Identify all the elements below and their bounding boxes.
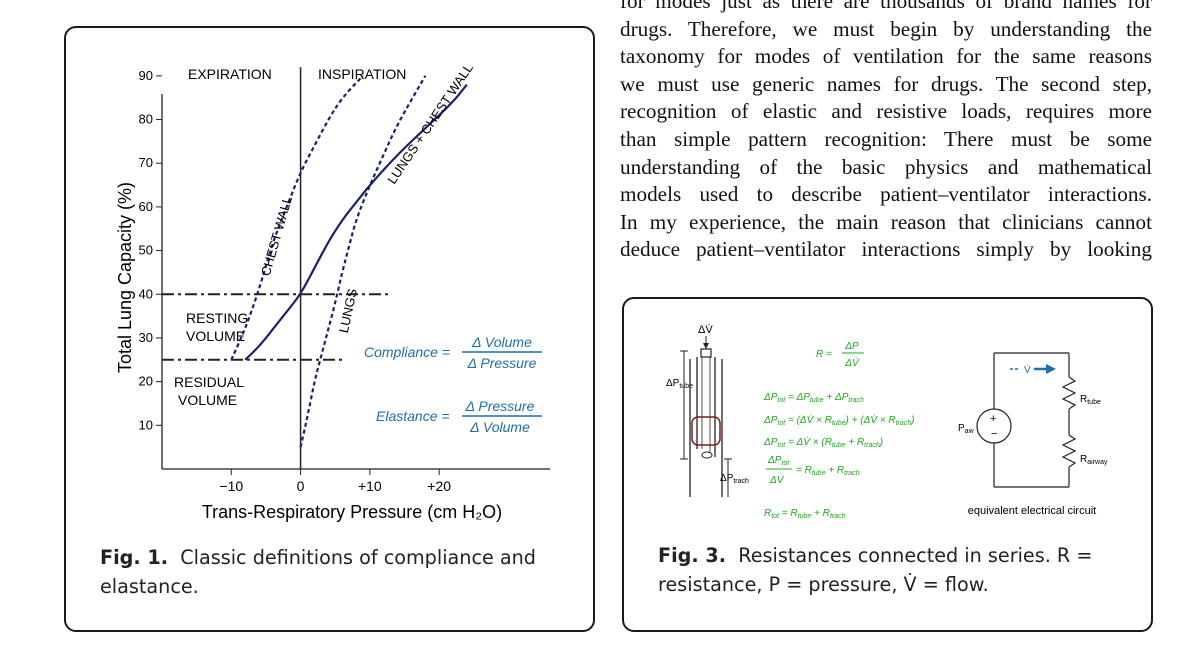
r-definition-left: R = — [816, 349, 832, 360]
article-line: for modes just as there are thousands of… — [620, 0, 1152, 13]
y-tick-label: 50 — [139, 243, 153, 258]
figure-1-caption-label: Fig. 1. — [100, 546, 169, 569]
curve-lungs — [299, 75, 427, 448]
tube-connector — [700, 348, 712, 358]
y-tick-label: 40 — [139, 286, 153, 301]
equation-2: ΔPtot = (ΔV̇ × Rtube) + (ΔV̇ × Rtrach) — [763, 413, 915, 427]
y-axis-label: Total Lung Capacity (%) — [115, 182, 135, 373]
flow-arrow-head — [703, 343, 709, 349]
compliance-numerator: Δ Volume — [471, 334, 532, 350]
article-line: recognition of elastic and resistive loa… — [620, 99, 1152, 124]
figure-3-box: ΔV̇ ΔPtube ΔPtrach R = ΔP ΔV̇ — [622, 297, 1153, 632]
figure-1-caption-text: Classic definitions of compliance and el… — [100, 546, 536, 598]
resistor-tube — [1061, 376, 1077, 410]
curve-lungs-chest-wall — [244, 83, 468, 361]
figure-3-caption-text: Resistances connected in series. R = res… — [658, 544, 1093, 596]
r-airway-label: Rairway — [1080, 454, 1108, 466]
paw-label: Paw — [958, 423, 975, 435]
figure-1-caption: Fig. 1. Classic definitions of complianc… — [100, 543, 570, 601]
compliance-denominator: Δ Pressure — [467, 355, 537, 371]
article-line: models used to describe patient–ventilat… — [620, 182, 1152, 207]
article-line: In my experience, the main reason that c… — [620, 209, 1152, 234]
x-axis-label: Trans-Respiratory Pressure (cm H₂O) — [202, 502, 502, 522]
y-tick-label: 90 — [139, 68, 153, 83]
figure-1-box: EXPIRATION INSPIRATION RESTING VOLUME RE… — [64, 26, 595, 632]
resting-volume-label-2: VOLUME — [186, 328, 245, 344]
dp-tube-label: ΔPtube — [666, 378, 693, 390]
equivalent-circuit — [976, 352, 1077, 488]
circuit-caption: equivalent electrical circuit — [968, 505, 1096, 517]
figure-3-caption-label: Fig. 3. — [658, 544, 727, 567]
equation-4-numerator: ΔPtot — [767, 455, 790, 467]
x-tick-label: +10 — [358, 478, 382, 494]
residual-volume-label-1: RESIDUAL — [174, 374, 244, 390]
residual-volume-label-2: VOLUME — [178, 392, 237, 408]
plot-area: 10 20 30 40 50 60 70 80 90 −10 0 +10 +20Trans-Respir… — [115, 61, 550, 522]
equation-3: ΔPtot = ΔV̇ × (Rtube + Rtrach) — [763, 435, 883, 449]
x-tick-label: 0 — [297, 478, 305, 494]
article-line: deduce patient–ventilator interactions s… — [620, 237, 1152, 262]
endotracheal-tube-diagram: ΔV̇ ΔPtube ΔPtrach — [666, 323, 749, 497]
resistor-airway — [1061, 434, 1077, 468]
figure-3-diagram: ΔV̇ ΔPtube ΔPtrach R = ΔP ΔV̇ — [666, 323, 1108, 520]
equation-1: ΔPtot = ΔPtube + ΔPtrach — [763, 392, 864, 404]
article-line: understanding of the basic physics and m… — [620, 154, 1152, 179]
equation-5: Rtot = Rtube + Rtrach — [764, 508, 846, 520]
tube-cuff — [691, 416, 721, 446]
tube-tip — [701, 451, 713, 459]
y-tick-label: 10 — [139, 417, 153, 432]
circuit-flow-arrow-head — [1046, 364, 1056, 374]
resting-volume-label-1: RESTING — [186, 310, 248, 326]
elastance-numerator: Δ Pressure — [465, 398, 535, 414]
curve-label: CHEST WALL — [258, 194, 295, 277]
r-definition-numerator: ΔP — [844, 341, 859, 352]
y-tick-label: 30 — [139, 330, 153, 345]
r-tube-label: Rtube — [1080, 394, 1101, 406]
y-tick-label: 20 — [139, 374, 153, 389]
y-tick-label: 70 — [139, 155, 153, 170]
compliance-label: Compliance = — [364, 344, 450, 360]
r-definition-denominator: ΔV̇ — [844, 356, 860, 369]
y-tick-label: 60 — [139, 199, 153, 214]
source-minus: − — [991, 428, 997, 440]
article-line: than simple pattern recognition: There m… — [620, 126, 1152, 151]
elastance-denominator: Δ Volume — [469, 419, 530, 435]
article-body: for modes just as there are thousands of… — [620, 0, 1152, 264]
circuit-flow-label: V̇ — [1024, 363, 1031, 376]
article-line: taxonomy for modes of ventilation for th… — [620, 44, 1152, 69]
article-line: we must use generic names for drugs. The… — [620, 71, 1152, 96]
x-tick-label: +20 — [427, 478, 451, 494]
expiration-label: EXPIRATION — [188, 66, 272, 82]
figure-1-chart: EXPIRATION INSPIRATION RESTING VOLUME RE… — [115, 61, 550, 522]
equation-4-right: = Rtube + Rtrach — [796, 465, 860, 477]
article-line: drugs. Therefore, we must begin by under… — [620, 16, 1152, 41]
dp-trach-label: ΔPtrach — [720, 473, 749, 485]
curve-chest-wall — [230, 75, 364, 361]
inspiration-label: INSPIRATION — [318, 66, 406, 82]
resistance-equations: R = ΔP ΔV̇ ΔPtot = ΔPtube + ΔPtrach ΔPto… — [763, 341, 915, 520]
flow-delta-label: ΔV̇ — [698, 323, 713, 336]
figure-3-caption: Fig. 3. Resistances connected in series.… — [658, 541, 1138, 599]
equation-4-denominator: ΔV̇ — [769, 473, 785, 486]
x-tick-label: −10 — [219, 478, 243, 494]
elastance-label: Elastance = — [376, 408, 450, 424]
y-tick-label: 80 — [139, 112, 153, 127]
source-plus: + — [990, 413, 996, 425]
